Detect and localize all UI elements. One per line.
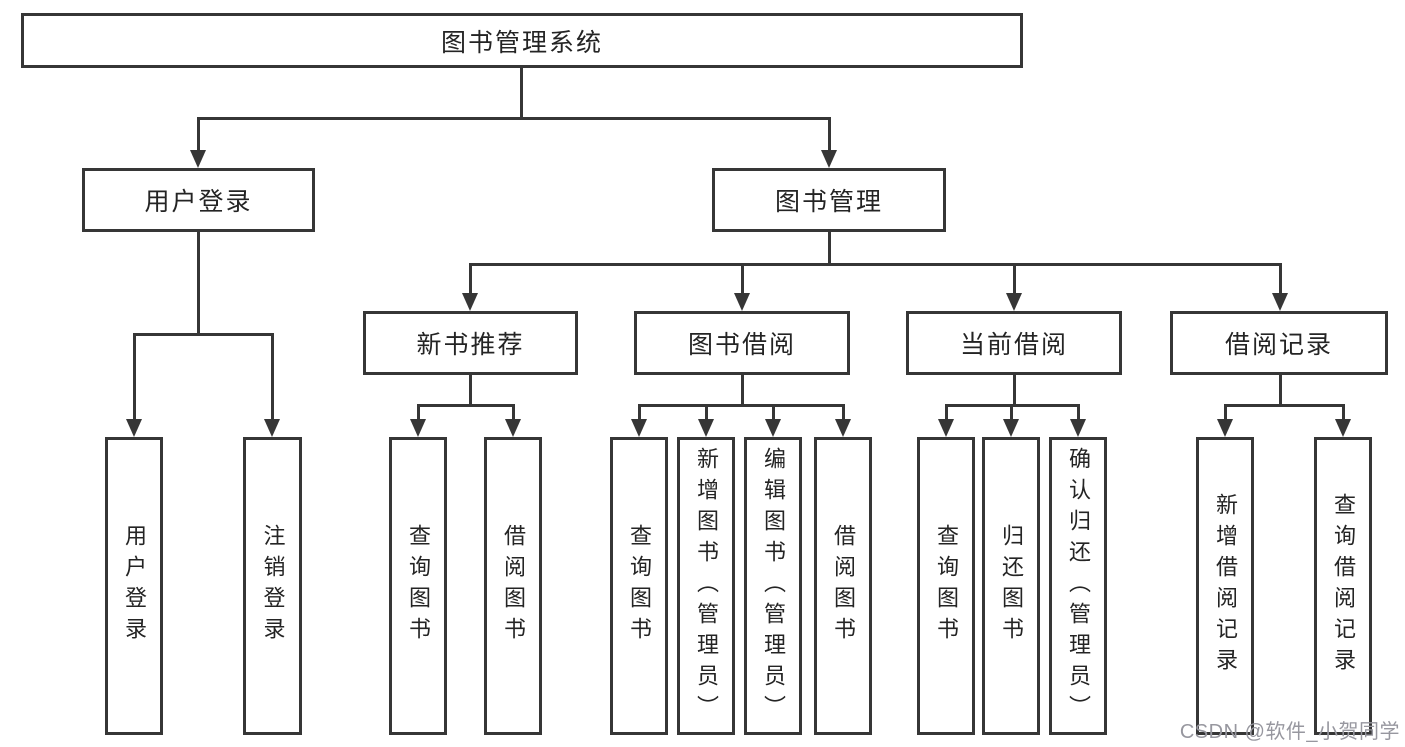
connector-br-stem (1279, 375, 1282, 406)
connector-bm-stem (828, 232, 831, 266)
arrowhead-down-icon (734, 293, 750, 311)
connector-root-bar (197, 117, 830, 120)
arrowhead-down-icon (190, 150, 206, 168)
connector-to-book-borrow (741, 263, 744, 293)
leaf-borrow-query-books: 查询图书 (610, 437, 668, 735)
node-book-borrow: 图书借阅 (634, 311, 850, 375)
arrowhead-down-icon (821, 150, 837, 168)
leaf-recommend-query-books: 查询图书 (389, 437, 447, 735)
connector-bb-c4 (842, 404, 845, 419)
connector-to-book-management (828, 117, 831, 150)
connector-bb-bar (638, 404, 844, 407)
arrowhead-down-icon (264, 419, 280, 437)
connector-cb-c3 (1077, 404, 1080, 419)
connector-bb-stem (741, 375, 744, 406)
arrowhead-down-icon (462, 293, 478, 311)
connector-nb-c1 (417, 404, 420, 419)
connector-cb-c2 (1010, 404, 1013, 419)
arrowhead-down-icon (631, 419, 647, 437)
connector-root-stem (520, 66, 523, 118)
connector-nb-bar (417, 404, 514, 407)
arrowhead-down-icon (835, 419, 851, 437)
arrowhead-down-icon (126, 419, 142, 437)
connector-bm-bar (469, 263, 1281, 266)
connector-br-c2 (1342, 404, 1345, 419)
connector-ul-bar (133, 333, 273, 336)
leaf-current-query-books: 查询图书 (917, 437, 975, 735)
arrowhead-down-icon (698, 419, 714, 437)
arrowhead-down-icon (1217, 419, 1233, 437)
leaf-return-books: 归还图书 (982, 437, 1040, 735)
arrowhead-down-icon (410, 419, 426, 437)
connector-br-bar (1224, 404, 1344, 407)
leaf-confirm-return-admin: 确认归还（管理员） (1049, 437, 1107, 735)
node-book-management: 图书管理 (712, 168, 946, 232)
arrowhead-down-icon (765, 419, 781, 437)
leaf-logout: 注销登录 (243, 437, 302, 735)
connector-to-user-login (197, 117, 200, 150)
leaf-add-borrow-record: 新增借阅记录 (1196, 437, 1254, 735)
connector-bb-c3 (772, 404, 775, 419)
arrowhead-down-icon (505, 419, 521, 437)
arrowhead-down-icon (1070, 419, 1086, 437)
node-library-system: 图书管理系统 (21, 13, 1023, 68)
connector-cb-stem (1013, 375, 1016, 406)
leaf-query-borrow-record: 查询借阅记录 (1314, 437, 1372, 735)
connector-bb-c2 (705, 404, 708, 419)
node-user-login: 用户登录 (82, 168, 315, 232)
connector-nb-stem (469, 375, 472, 406)
connector-cb-c1 (945, 404, 948, 419)
arrowhead-down-icon (1335, 419, 1351, 437)
node-borrow-records: 借阅记录 (1170, 311, 1388, 375)
leaf-edit-books-admin: 编辑图书（管理员） (744, 437, 802, 735)
leaf-add-books-admin: 新增图书（管理员） (677, 437, 735, 735)
node-new-book-recommend: 新书推荐 (363, 311, 578, 375)
connector-to-leaf-user-login (133, 333, 136, 419)
connector-bb-c1 (638, 404, 641, 419)
node-current-borrow: 当前借阅 (906, 311, 1122, 375)
csdn-watermark: CSDN @软件_小贺同学 (1179, 721, 1400, 743)
arrowhead-down-icon (1003, 419, 1019, 437)
arrowhead-down-icon (1006, 293, 1022, 311)
connector-to-current-borrow (1013, 263, 1016, 293)
leaf-recommend-borrow-books: 借阅图书 (484, 437, 542, 735)
connector-to-leaf-logout (271, 333, 274, 419)
leaf-user-login: 用户登录 (105, 437, 163, 735)
leaf-borrow-books: 借阅图书 (814, 437, 872, 735)
connector-br-c1 (1224, 404, 1227, 419)
connector-to-new-book (469, 263, 472, 293)
connector-nb-c2 (512, 404, 515, 419)
arrowhead-down-icon (1272, 293, 1288, 311)
connector-ul-stem (197, 232, 200, 335)
connector-to-borrow-records (1279, 263, 1282, 293)
arrowhead-down-icon (938, 419, 954, 437)
